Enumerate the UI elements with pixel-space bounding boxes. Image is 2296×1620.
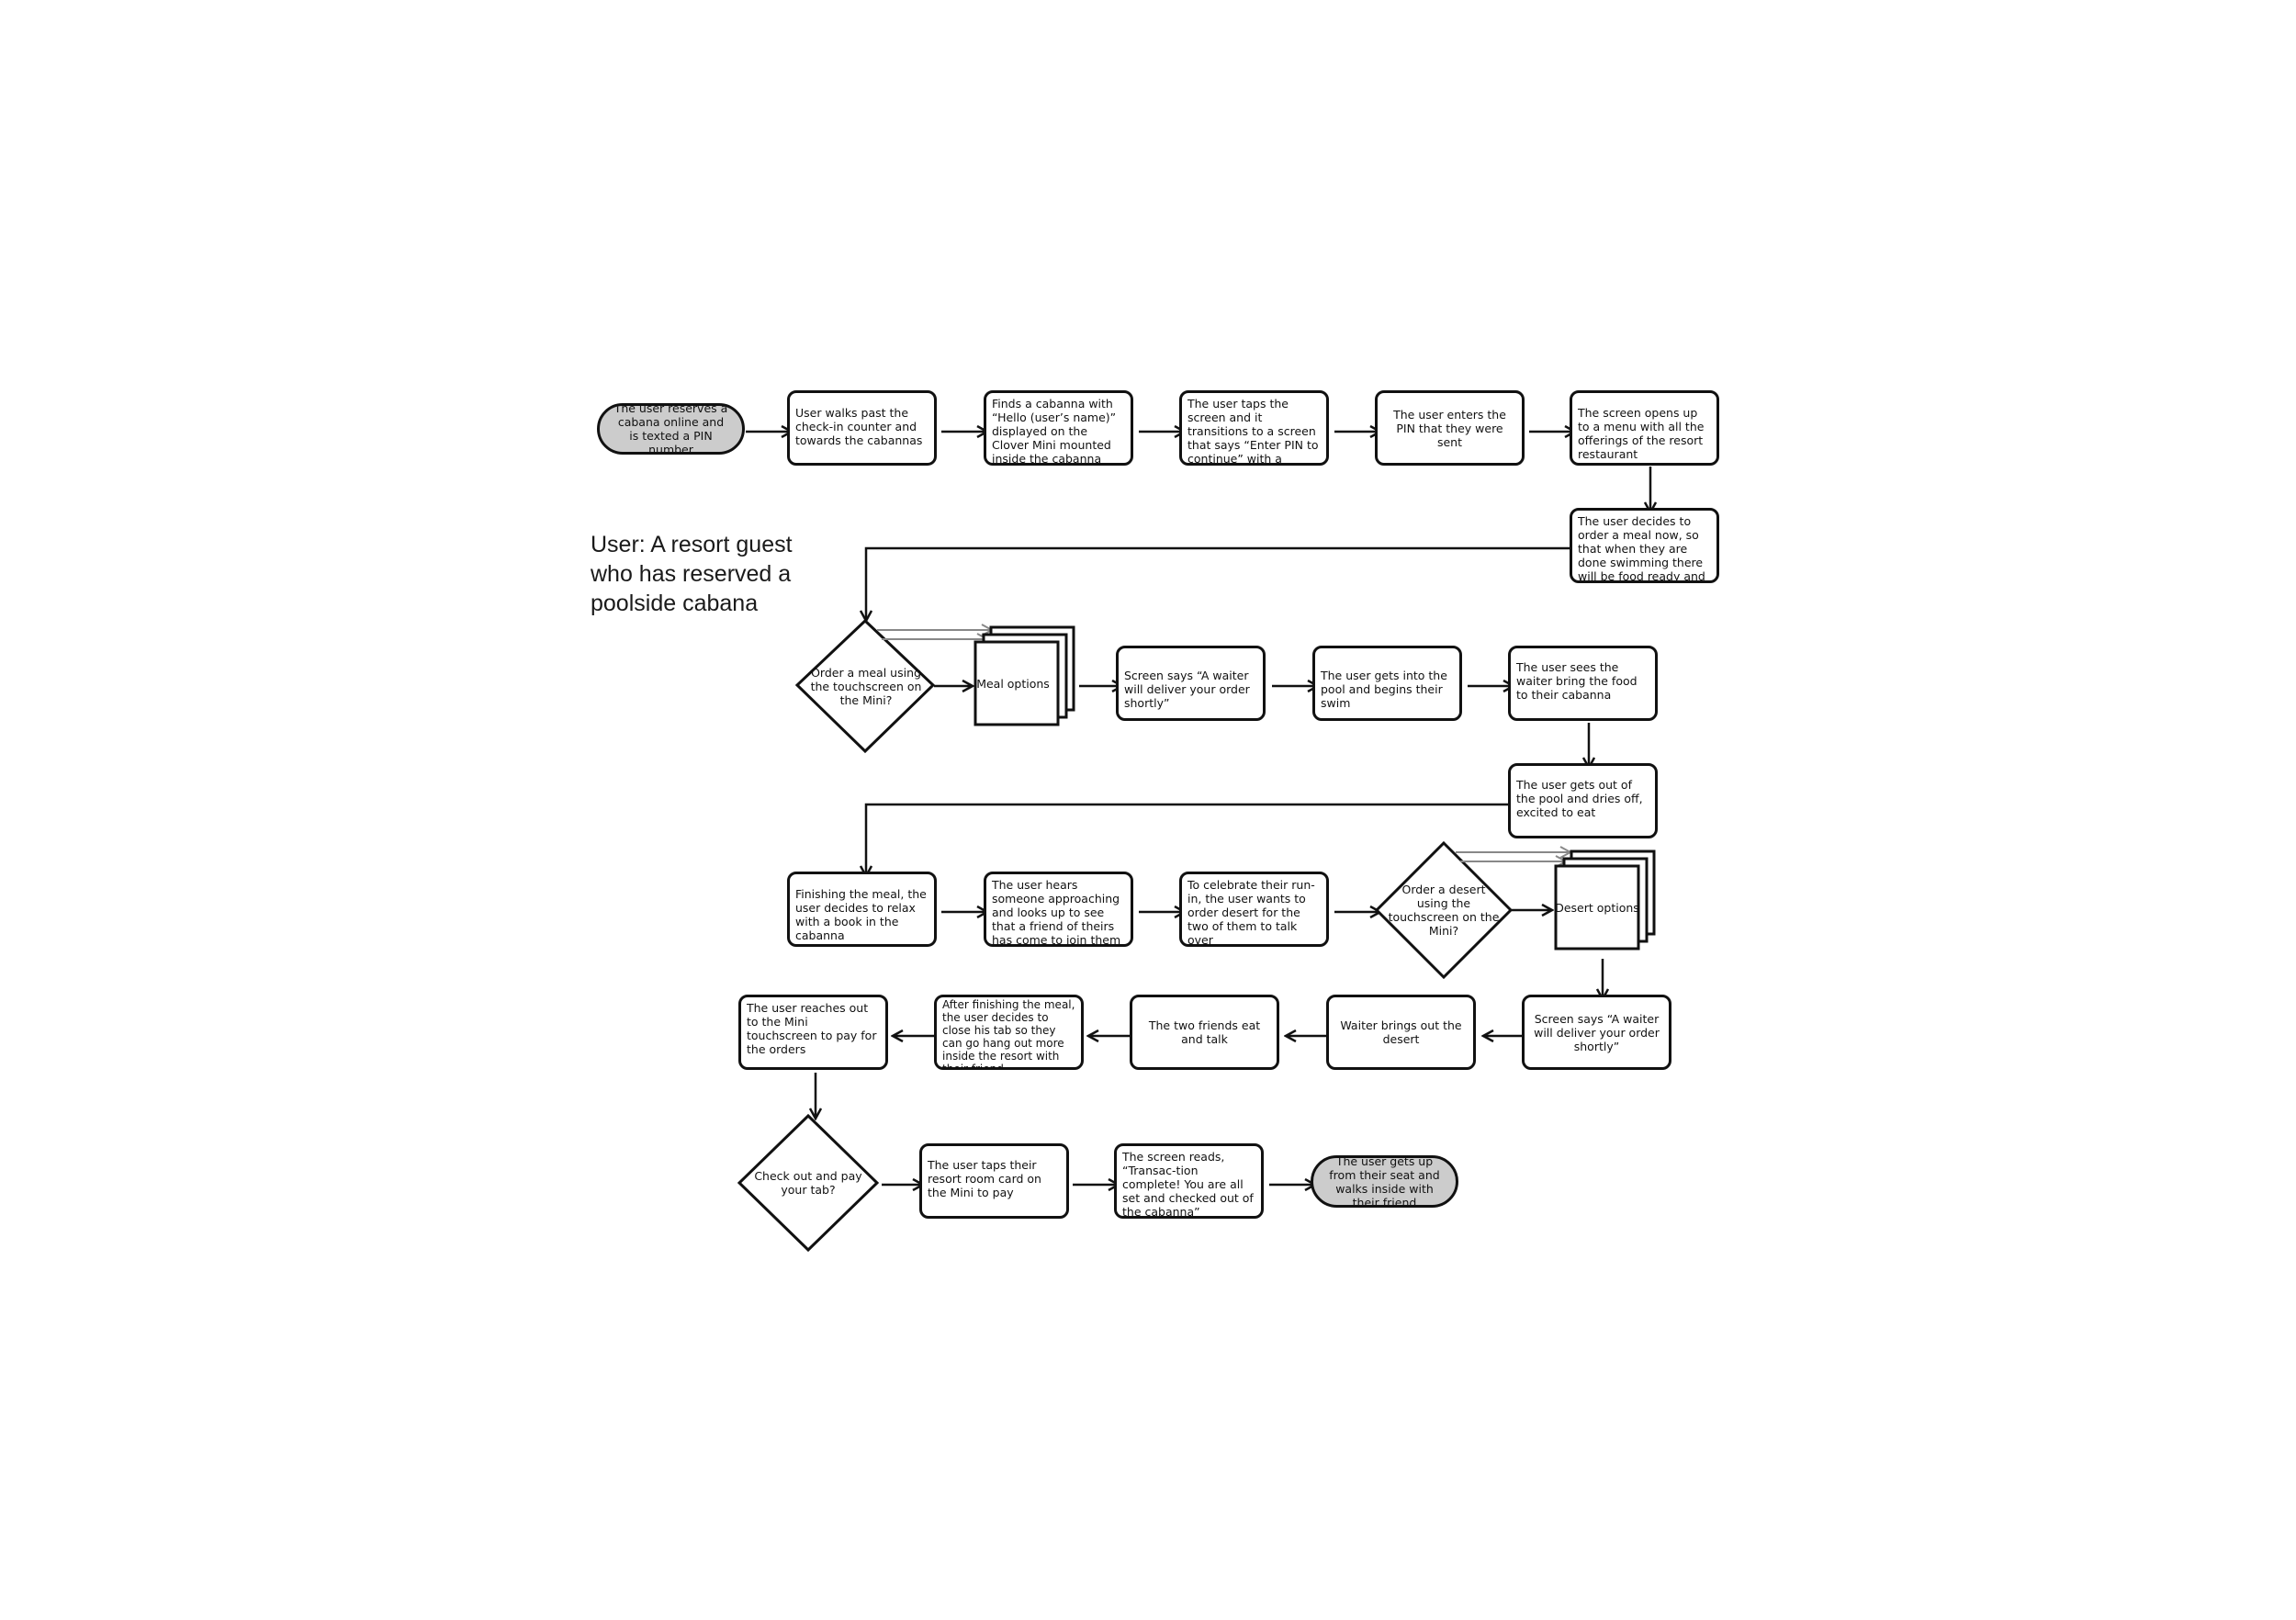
persona-label: User: A resort guest who has reserved a … [591, 532, 793, 616]
step-close-tab: After finishing the meal, the user decid… [934, 995, 1084, 1070]
step-eat-talk: The two friends eat and talk [1130, 995, 1279, 1070]
step-enters-pin: The user enters the PIN that they were s… [1375, 390, 1525, 466]
decision-diamond-order-desert [1374, 840, 1514, 980]
decision-order-meal: Order a meal using the touchscreen on th… [810, 665, 922, 707]
step-finishing-meal: Finishing the meal, the user decides to … [787, 872, 937, 947]
step-reaches-out: The user reaches out to the Mini touchsc… [738, 995, 888, 1070]
step-taps-screen: The user taps the screen and it transiti… [1179, 390, 1329, 466]
decision-checkout: Check out and pay your tab? [754, 1169, 862, 1197]
desert-options-document-stack [1554, 849, 1656, 951]
start-terminal: The user reserves a cabana online and is… [597, 403, 745, 455]
step-taps-card: The user taps their resort room card on … [919, 1143, 1069, 1219]
step-waiter-deliver-1: Screen says “A waiter will deliver your … [1116, 646, 1266, 721]
step-transaction-complete: The screen reads, “Transac-tion complete… [1114, 1143, 1264, 1219]
end-terminal: The user gets up from their seat and wal… [1311, 1155, 1458, 1208]
step-gets-out: The user gets out of the pool and dries … [1508, 763, 1658, 838]
decision-order-desert: Order a desert using the touchscreen on … [1388, 883, 1500, 938]
step-sees-waiter: The user sees the waiter bring the food … [1508, 646, 1658, 721]
desert-options-label: Desert options [1555, 900, 1639, 915]
step-finds-cabana: Finds a cabanna with “Hello (user’s name… [984, 390, 1133, 466]
step-waiter-brings: Waiter brings out the desert [1326, 995, 1476, 1070]
step-decides-order: The user decides to order a meal now, so… [1570, 508, 1719, 583]
meal-options-label: Meal options [976, 676, 1050, 691]
step-menu-opens: The screen opens up to a menu with all t… [1570, 390, 1719, 466]
step-begins-swim: The user gets into the pool and begins t… [1312, 646, 1462, 721]
arrow-getsout-to-finishing [866, 803, 1514, 876]
decision-diamond-checkout [737, 1113, 880, 1253]
step-celebrate: To celebrate their run-in, the user want… [1179, 872, 1329, 947]
decision-diamond-order-meal [794, 618, 936, 754]
step-hears-someone: The user hears someone approaching and l… [984, 872, 1133, 947]
meal-options-document-stack [974, 625, 1075, 726]
arrow-decides-to-order-meal [866, 546, 1576, 621]
step-waiter-deliver-2: Screen says “A waiter will deliver your … [1522, 995, 1671, 1070]
step-walks-past: User walks past the check-in counter and… [787, 390, 937, 466]
